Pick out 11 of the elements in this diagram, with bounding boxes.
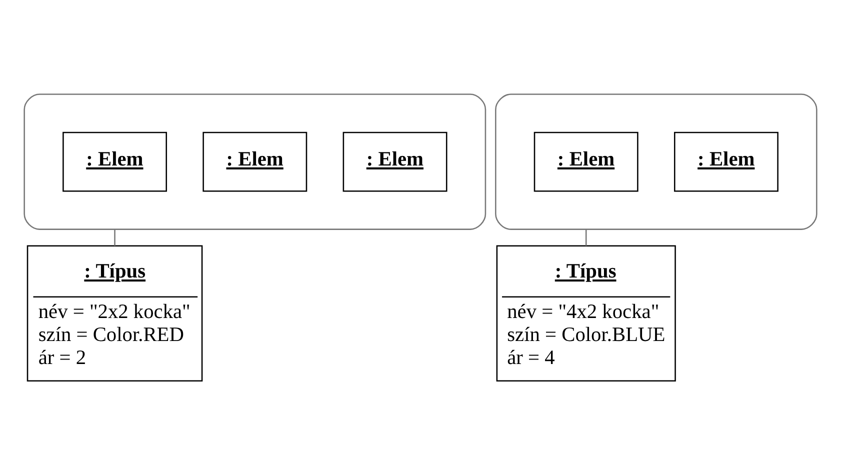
node-box: : Elem [674, 131, 778, 192]
connector [114, 228, 116, 246]
node-box: : Elem [534, 131, 638, 192]
node-box: : Típus név = "2x2 kocka" szín = Color.RED ár = 2 [26, 244, 203, 382]
connector [585, 228, 587, 246]
cluster [495, 93, 818, 230]
node-box: : Elem [342, 131, 448, 192]
cluster [24, 93, 486, 230]
node-box: : Típus név = "4x2 kocka" szín = Color.BLUE ár = 4 [496, 244, 676, 382]
node-box: : Elem [62, 131, 167, 192]
node-box: : Elem [202, 131, 308, 192]
